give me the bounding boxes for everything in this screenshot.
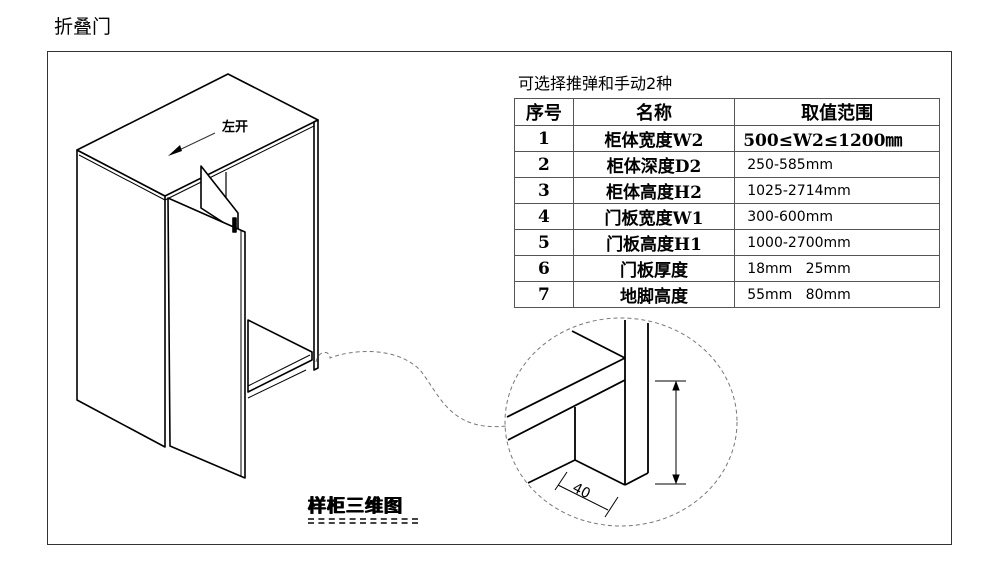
row-number: 2 [514, 151, 574, 178]
row-number: 3 [514, 177, 574, 204]
open-direction-arrow-icon [168, 145, 182, 156]
dimension-lines [554, 380, 686, 518]
column-header: 序号 [514, 98, 574, 126]
detail-leader [315, 350, 508, 428]
table-row: 3 柜体高度H2 1025-2714mm [514, 177, 940, 204]
table-row: 2 柜体深度D2 250-585mm [514, 151, 940, 178]
drawing-frame [47, 51, 952, 545]
table-row: 4 门板宽度W1 300-600mm [514, 203, 940, 230]
drawing-caption: 样柜三维图 [308, 496, 403, 517]
row-name: 门板宽度W1 [572, 203, 736, 230]
spec-table: 序号 名称 取值范围 1 柜体宽度W2 500≤W2≤1200㎜ 2 柜体深度D… [514, 98, 940, 308]
column-header: 取值范围 [734, 98, 940, 126]
row-range: 300-600mm [734, 203, 940, 230]
row-range: 250-585mm [734, 151, 940, 178]
detail-circle [504, 317, 738, 527]
table-row: 6 门板厚度 18mm 25mm [514, 255, 940, 282]
row-name: 门板高度H1 [572, 229, 736, 256]
row-range: 1025-2714mm [734, 177, 940, 204]
caption-underline [308, 518, 418, 520]
row-number: 1 [514, 125, 574, 152]
table-row: 7 地脚高度 55mm 80mm [514, 281, 940, 308]
row-range: 18mm 25mm [734, 255, 940, 282]
caption-underline [308, 522, 418, 524]
row-name: 门板厚度 [572, 255, 736, 282]
table-row: 5 门板高度H1 1000-2700mm [514, 229, 940, 256]
column-header: 名称 [572, 98, 736, 126]
row-number: 6 [514, 255, 574, 282]
table-row: 1 柜体宽度W2 500≤W2≤1200㎜ [514, 125, 940, 152]
cabinet-left-panel [76, 149, 166, 448]
table-header-row: 序号 名称 取值范围 [514, 98, 940, 126]
cabinet-door [167, 197, 246, 479]
row-name: 地脚高度 [572, 281, 736, 308]
detail-view [506, 320, 649, 486]
row-range: 500≤W2≤1200㎜ [734, 125, 940, 152]
row-name: 柜体宽度W2 [572, 125, 736, 152]
page-title: 折叠门 [54, 16, 112, 38]
subtitle: 可选择推弹和手动2种 [518, 74, 673, 93]
row-name: 柜体深度D2 [572, 151, 736, 178]
open-direction-label: 左开 [222, 120, 249, 135]
row-range: 55mm 80mm [734, 281, 940, 308]
cabinet-right-panel [313, 119, 319, 371]
cabinet-bottom-shelf [247, 319, 313, 393]
row-number: 5 [514, 229, 574, 256]
row-number: 4 [514, 203, 574, 230]
row-range: 1000-2700mm [734, 229, 940, 256]
row-number: 7 [514, 281, 574, 308]
row-name: 柜体高度H2 [572, 177, 736, 204]
